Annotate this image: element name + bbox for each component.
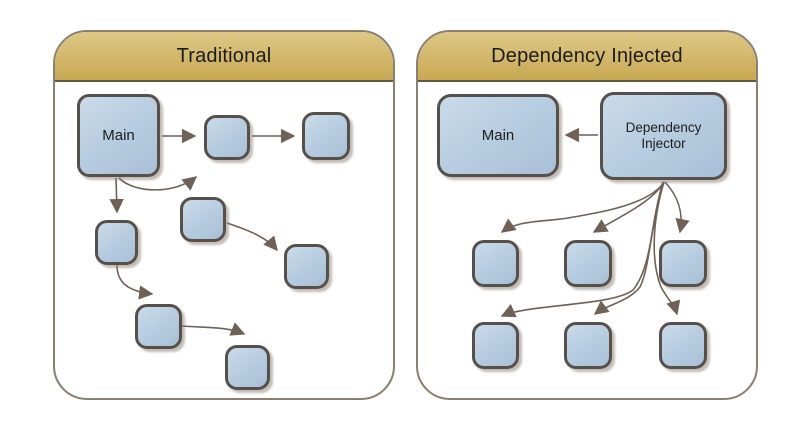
- main-node-label: Main: [481, 126, 515, 144]
- main-node-label: Main: [102, 126, 135, 144]
- arrow-main-to-d: [118, 176, 198, 191]
- panel-dependency-injected-header: Dependency Injected: [418, 32, 756, 82]
- component-node: [564, 240, 612, 287]
- component-node: [472, 322, 519, 369]
- main-node: Main: [437, 94, 559, 177]
- component-node: [472, 240, 519, 287]
- component-node: [180, 197, 226, 242]
- panel-traditional: Traditional Main: [53, 30, 395, 400]
- arrow-injector-to-r1c1: [500, 181, 665, 233]
- arrow-injector-to-r1c2: [592, 181, 665, 233]
- dependency-injector-label: Dependency Injector: [625, 120, 702, 151]
- component-node: [204, 115, 250, 160]
- component-node: [302, 112, 350, 160]
- component-node: [659, 322, 707, 369]
- component-node: [225, 345, 270, 390]
- dependency-injector-node: Dependency Injector: [600, 92, 727, 180]
- panel-title: Dependency Injected: [491, 44, 683, 67]
- component-node: [564, 322, 612, 369]
- component-node: [659, 240, 707, 287]
- arrow-main-to-c: [109, 177, 124, 214]
- arrow-d-to-e: [226, 222, 278, 252]
- panel-title: Traditional: [176, 44, 272, 67]
- arrow-c-to-f: [116, 264, 154, 300]
- component-node: [284, 244, 329, 289]
- arrow-f-to-g: [181, 322, 246, 336]
- main-node: Main: [77, 94, 160, 177]
- panel-traditional-header: Traditional: [55, 32, 393, 82]
- arrow-injector-to-r1c3: [664, 181, 690, 234]
- component-node: [135, 304, 182, 349]
- component-node: [95, 220, 138, 265]
- panel-dependency-injected: Dependency Injected Main: [416, 30, 758, 400]
